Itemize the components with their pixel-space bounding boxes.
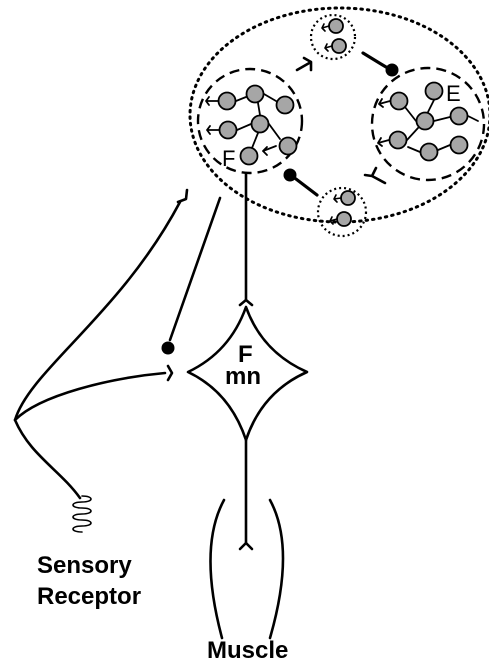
flexor-command-synapse [240,300,252,305]
interneuron-cluster-flexor [206,86,297,165]
flexor-motoneuron: F mn [188,307,307,440]
interneuron-cluster-extensor [378,83,478,161]
network-inhibitory-pathway [170,198,220,340]
motoneuron-label-mn: mn [225,363,261,390]
afferent-to-motoneuron-branch [15,373,165,420]
flexor-to-top-interneuron [297,58,311,70]
sensory-receptor-label-line1: Sensory [37,552,132,579]
network-inhibitory-terminal [162,342,175,355]
neuromuscular-junction [240,543,252,549]
sensory-afferent-axon [15,202,180,498]
flexor-label: F [222,146,235,171]
extensor-half-center: E [372,68,484,180]
extensor-label: E [446,81,461,106]
extensor-to-bottom-interneuron [365,168,385,183]
afferent-to-network-synapse [178,190,187,202]
inhibitory-interneuron-top [311,15,355,59]
inhibitory-interneuron-bottom [318,188,366,236]
muscle-label: Muscle [207,637,288,664]
top-interneuron-inhibits-extensor [363,53,399,77]
sensory-receptor-label-line2: Receptor [37,583,141,610]
bottom-interneuron-inhibits-flexor [284,169,318,196]
sensory-receptor-coil [73,496,91,532]
flexor-half-center: F [198,69,302,173]
afferent-to-motoneuron-synapse [168,366,172,380]
